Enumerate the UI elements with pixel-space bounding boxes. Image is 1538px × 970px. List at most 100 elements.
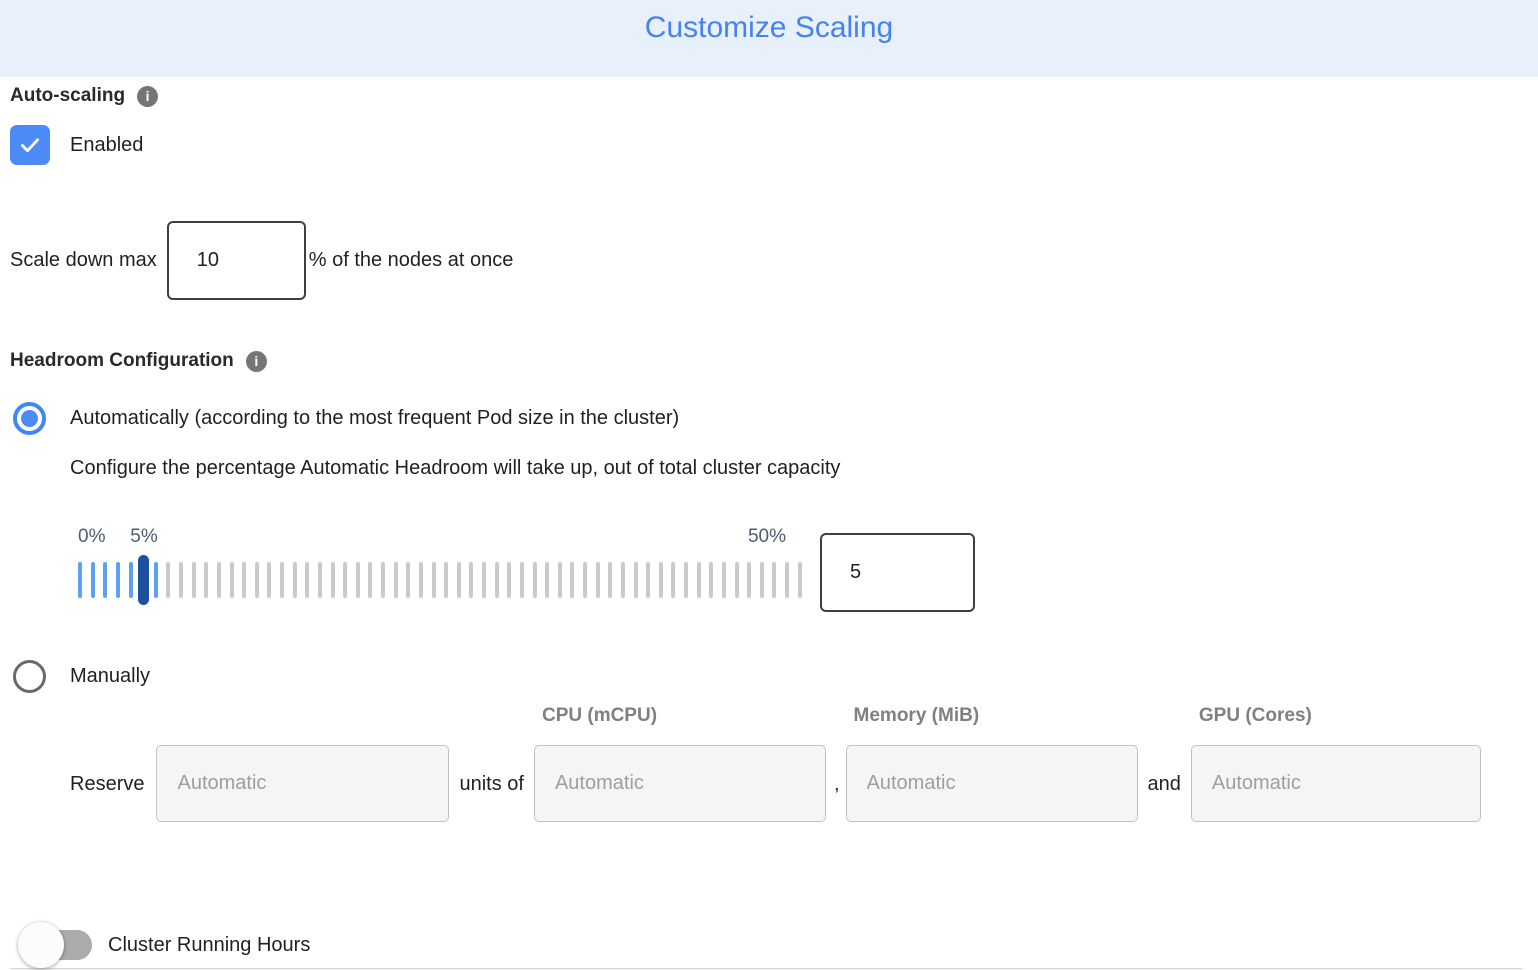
headroom-percentage-slider[interactable]: 0% 5% 50%	[78, 526, 802, 605]
headroom-configuration-label: Headroom Configuration	[10, 350, 234, 371]
gpu-column-header: GPU (Cores)	[1198, 705, 1312, 726]
reserve-memory-column: Memory (MiB)	[845, 705, 1138, 822]
reserve-memory-input[interactable]	[845, 745, 1138, 822]
scale-down-row: Scale down max % of the nodes at once	[10, 221, 1522, 300]
slider-tick	[179, 562, 183, 598]
reserve-count-input[interactable]	[156, 745, 450, 822]
scale-down-suffix: % of the nodes at once	[308, 249, 514, 271]
slider-tick	[115, 562, 120, 598]
cluster-running-hours-label: Cluster Running Hours	[108, 933, 311, 956]
headroom-automatic-label: Automatically (according to the most fre…	[70, 407, 680, 429]
slider-tick	[431, 562, 436, 598]
slider-tick	[103, 562, 108, 598]
slider-tick	[532, 562, 537, 598]
slider-tick	[242, 562, 247, 598]
slider-tick	[785, 562, 789, 598]
reserve-cpu-column: CPU (mCPU)	[533, 705, 826, 822]
slider-tick	[317, 562, 322, 598]
slider-tick	[570, 562, 575, 598]
slider-tick	[646, 562, 651, 598]
slider-tick	[482, 562, 486, 598]
slider-tick	[772, 562, 777, 598]
slider-tick	[381, 562, 385, 598]
section-divider	[10, 968, 1522, 970]
reserve-cpu-input[interactable]	[533, 745, 826, 822]
reserve-gpu-column: GPU (Cores)	[1190, 705, 1481, 822]
slider-tick	[166, 562, 171, 598]
reserve-count-column	[156, 745, 450, 822]
headroom-slider-row: 0% 5% 50%	[78, 526, 1522, 612]
and-separator: and	[1147, 773, 1181, 795]
slider-tick	[545, 562, 550, 598]
reserve-label: Reserve	[70, 773, 145, 795]
slider-current-label: 5%	[130, 526, 158, 547]
slider-tick	[671, 562, 676, 598]
cluster-running-hours-toggle[interactable]	[10, 922, 92, 968]
slider-tick	[494, 562, 499, 598]
auto-scaling-enabled-row: Enabled	[10, 125, 1522, 165]
slider-tick	[595, 562, 600, 598]
slider-tick	[418, 562, 423, 598]
slider-tick	[709, 562, 714, 598]
slider-tick	[608, 562, 613, 598]
headroom-percentage-input[interactable]	[820, 533, 975, 612]
slider-tick	[557, 562, 562, 598]
enabled-checkbox[interactable]	[10, 125, 50, 165]
slider-max-label: 50%	[747, 526, 787, 547]
slider-labels: 0% 5% 50%	[78, 526, 802, 552]
slider-tick	[292, 562, 297, 598]
headroom-automatic-option: Automatically (according to the most fre…	[13, 402, 1522, 435]
manual-headroom-reserve-row: Reserve units of CPU (mCPU) , Memory (Mi…	[70, 705, 1522, 822]
slider-tick	[254, 562, 259, 598]
slider-tick	[721, 562, 726, 598]
slider-tick	[444, 562, 449, 598]
headroom-automatic-description: Configure the percentage Automatic Headr…	[70, 457, 841, 479]
slider-tick	[507, 562, 512, 598]
slider-tick	[78, 562, 82, 598]
panel-header: Customize Scaling	[0, 0, 1538, 77]
headroom-manually-radio[interactable]	[13, 660, 46, 693]
headroom-manual-option: Manually	[13, 660, 1522, 693]
slider-tick	[229, 562, 234, 598]
scale-down-prefix: Scale down max	[10, 249, 157, 271]
toggle-knob-icon	[18, 922, 64, 968]
units-of-label: units of	[459, 773, 524, 795]
panel-content: Auto-scaling Enabled Scale down max % of…	[0, 85, 1538, 970]
slider-tick	[305, 562, 310, 598]
slider-tick	[216, 562, 221, 598]
slider-handle[interactable]	[138, 555, 149, 605]
slider-tick	[620, 562, 625, 598]
headroom-automatic-radio[interactable]	[13, 402, 46, 435]
checkmark-icon	[21, 138, 39, 153]
auto-scaling-label: Auto-scaling	[10, 85, 126, 106]
slider-tick	[519, 562, 524, 598]
page-title: Customize Scaling	[644, 11, 894, 44]
slider-tick	[153, 562, 158, 598]
enabled-label: Enabled	[70, 133, 144, 156]
slider-tick	[280, 562, 284, 598]
info-icon[interactable]	[137, 85, 159, 107]
slider-tick	[393, 562, 398, 598]
reserve-gpu-input[interactable]	[1190, 745, 1481, 822]
info-icon[interactable]	[245, 350, 267, 372]
slider-tick	[355, 562, 360, 598]
slider-tick	[759, 562, 764, 598]
slider-tick	[469, 562, 474, 598]
slider-tick	[658, 562, 663, 598]
slider-tick	[633, 562, 638, 598]
slider-ticks[interactable]	[78, 562, 802, 598]
slider-tick	[204, 562, 209, 598]
headroom-section-header: Headroom Configuration	[10, 350, 1522, 372]
slider-tick	[406, 562, 411, 598]
slider-tick	[343, 562, 348, 598]
slider-tick	[90, 562, 95, 598]
slider-tick	[267, 562, 272, 598]
slider-tick	[797, 562, 802, 598]
slider-tick	[747, 562, 752, 598]
slider-tick	[583, 562, 587, 598]
scale-down-max-input[interactable]	[166, 221, 306, 300]
comma-separator: ,	[833, 773, 840, 795]
auto-scaling-section-header: Auto-scaling	[10, 85, 1522, 107]
slider-min-label: 0%	[78, 526, 106, 547]
